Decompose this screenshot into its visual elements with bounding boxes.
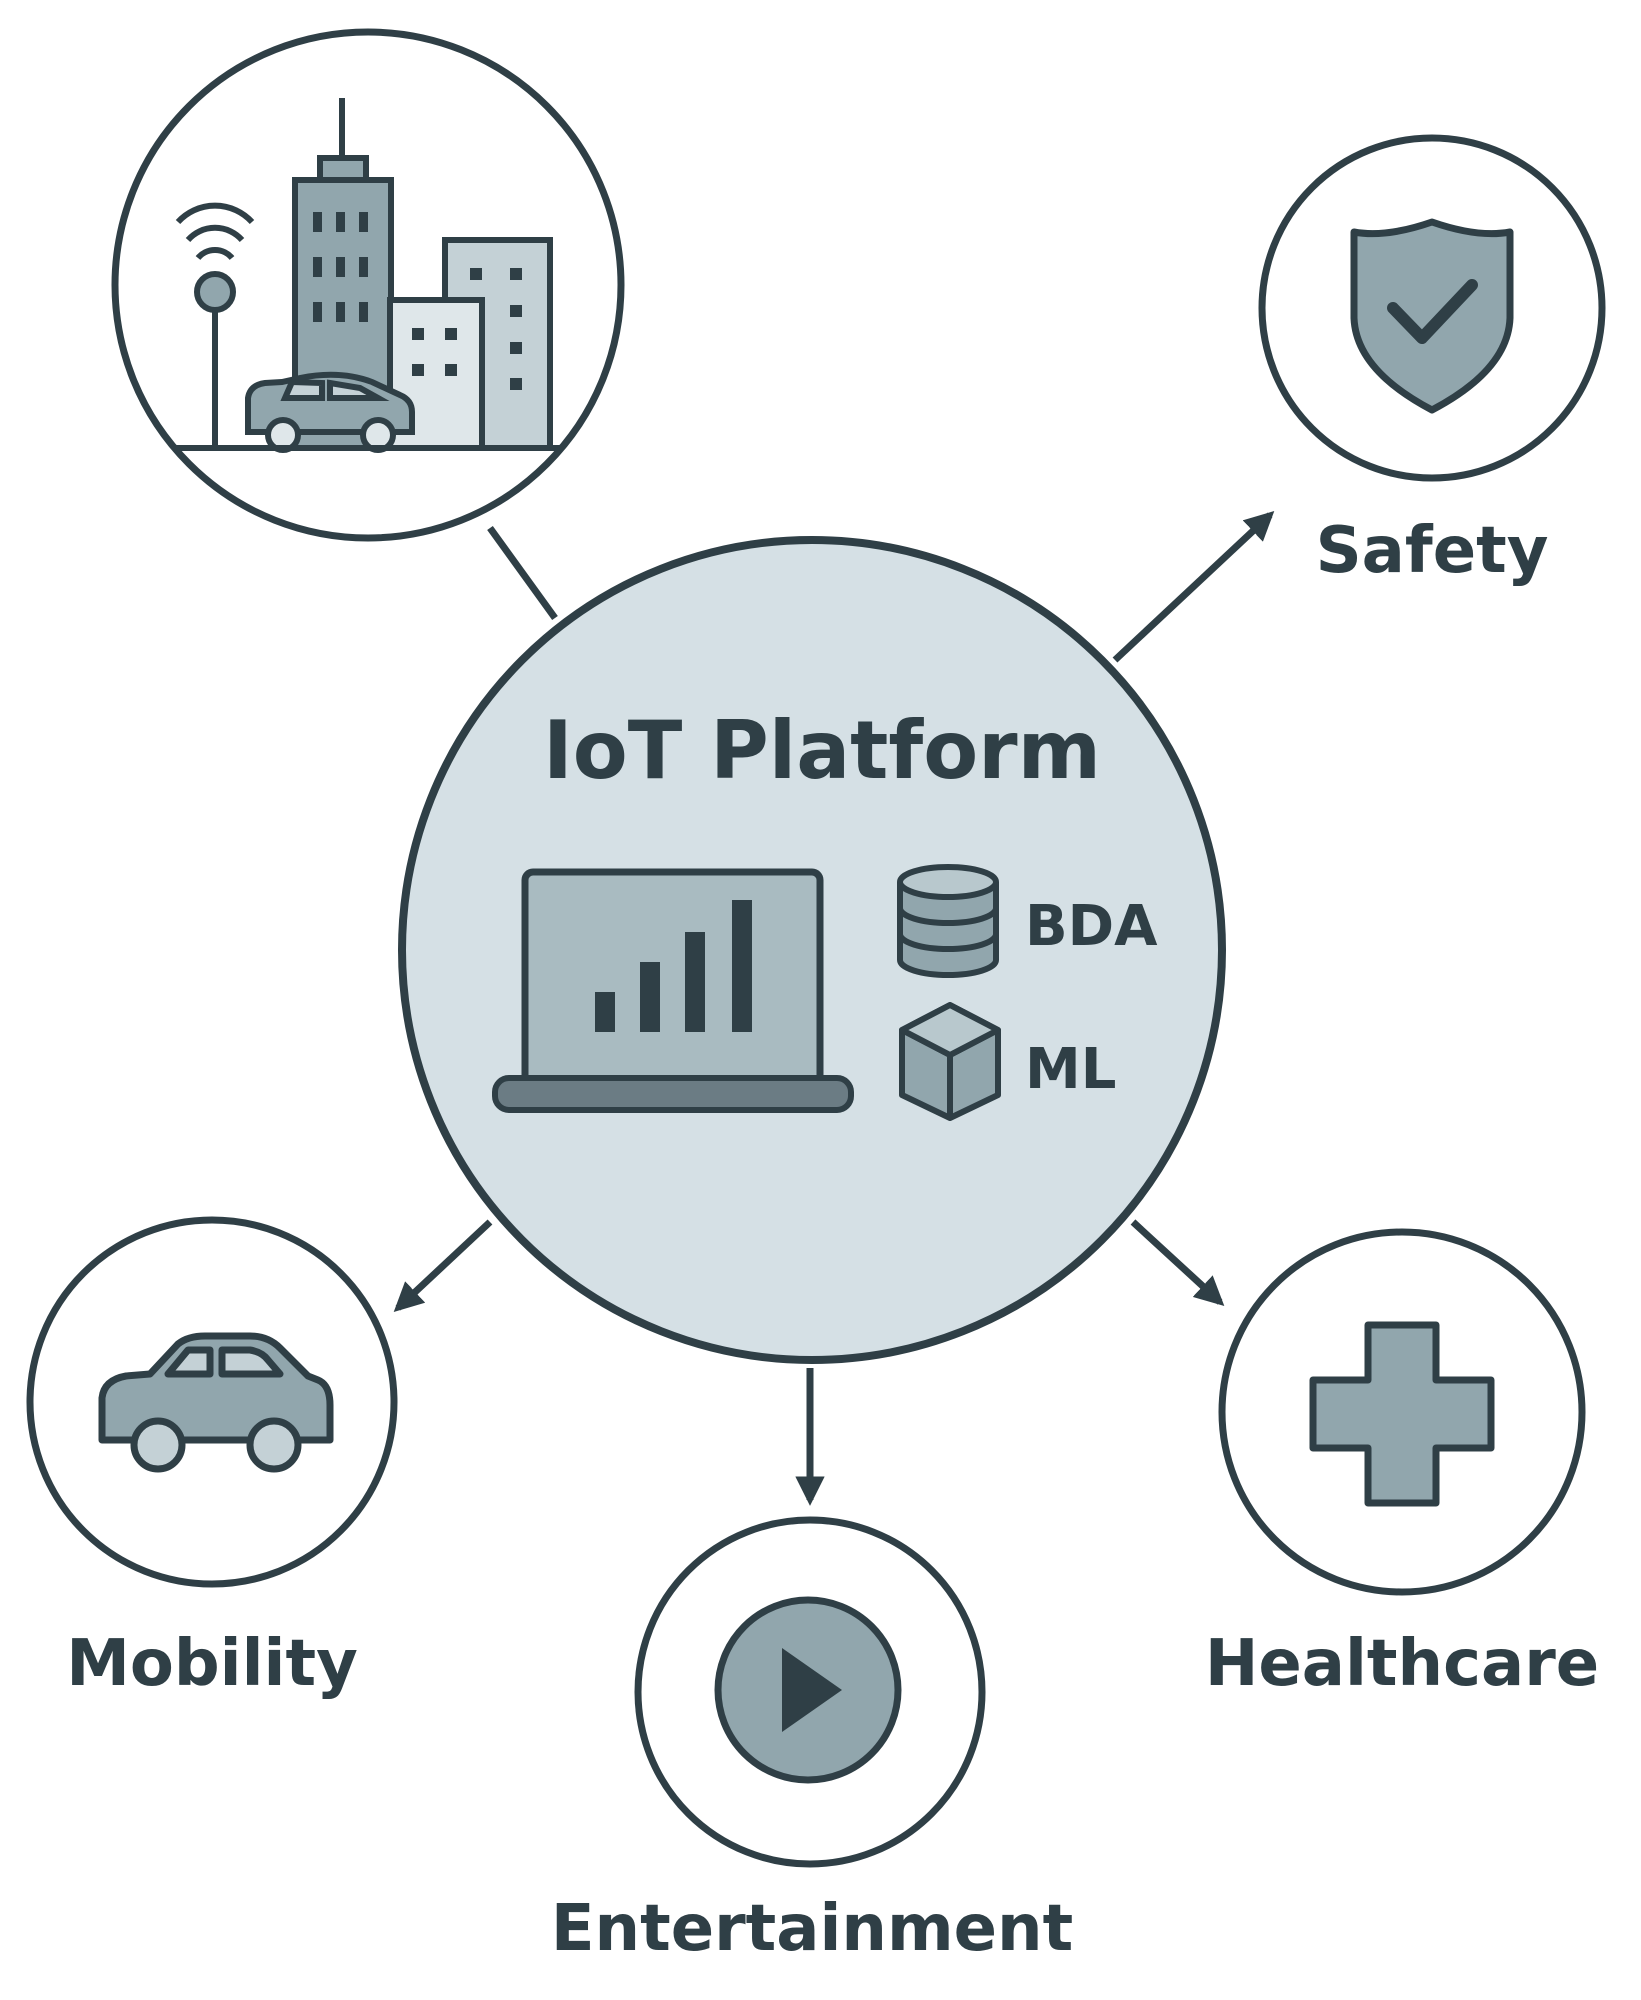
- node-safety: [1258, 134, 1606, 482]
- healthcare-label: Healthcare: [1205, 1627, 1599, 1701]
- entertainment-label: Entertainment: [551, 1892, 1073, 1966]
- medical-cross-icon: [1309, 1321, 1495, 1507]
- safety-label: Safety: [1316, 514, 1549, 588]
- ml-label: ML: [1025, 1037, 1116, 1102]
- bda-label: BDA: [1025, 894, 1158, 959]
- shield-check-icon: [1350, 218, 1514, 414]
- play-icon: [714, 1596, 902, 1784]
- mobility-label: Mobility: [66, 1627, 358, 1701]
- hub-title: IoT Platform: [543, 704, 1101, 797]
- cube-icon: [899, 1002, 1001, 1121]
- arrow-mobility: [393, 1219, 493, 1313]
- node-entertainment: [634, 1516, 986, 1868]
- database-icon: [897, 864, 999, 978]
- car-icon: [98, 1332, 334, 1473]
- smart-city-icon: [175, 98, 560, 453]
- connectors: [393, 510, 1275, 1506]
- node-mobility: [26, 1216, 398, 1588]
- laptop-chart-icon: [492, 868, 854, 1113]
- node-healthcare: [1218, 1228, 1586, 1596]
- arrow-safety: [1112, 510, 1275, 663]
- hub: IoT Platform BDA ML: [398, 536, 1226, 1364]
- node-smart-city: [111, 28, 625, 542]
- arrow-healthcare: [1130, 1219, 1225, 1306]
- connector-smart-city: [487, 525, 558, 621]
